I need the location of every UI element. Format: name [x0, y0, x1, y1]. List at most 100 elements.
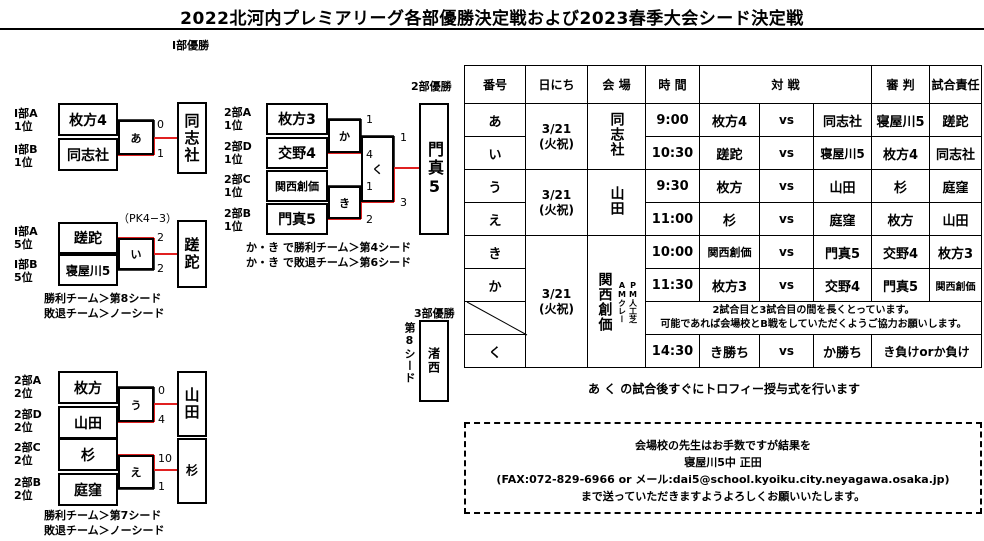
header-venue: 会 場: [587, 65, 646, 104]
table-row: う 3/21 (火祝) 山田 9:30 枚方 vs 山田 杉 庭窪: [464, 169, 982, 236]
div3-seed: 第8シード: [403, 322, 416, 384]
header-ref: 審 判: [871, 65, 930, 104]
div1-5th-score1: 2: [157, 231, 164, 244]
div2-2nd-match-e: え: [118, 455, 154, 489]
row-venue: 山田: [587, 169, 646, 236]
row-team1: き勝ち: [699, 334, 760, 368]
div2-2nd-seed-c: 2部C 2位: [14, 441, 41, 467]
header-date: 日にち: [525, 65, 588, 104]
row-no-empty: [464, 301, 526, 335]
trophy-notice: あ く の試合後すぐにトロフィー授与式を行います: [587, 382, 861, 396]
div1-team1: 枚方4: [58, 103, 118, 136]
row-time: 9:30: [645, 169, 700, 203]
div1-team2: 同志社: [58, 138, 118, 171]
row-resp: 関西創価: [929, 268, 982, 302]
div1-5th-team2: 寝屋川5: [58, 254, 118, 286]
div2-score-c: 1: [366, 180, 373, 193]
div2-seed-b: 2部B 1位: [224, 207, 252, 233]
div2-2nd-team3: 杉: [58, 438, 118, 471]
row-no: か: [464, 268, 526, 302]
row-date: 3/21 (火祝): [525, 235, 588, 368]
div2-winner: 門真5: [419, 103, 449, 235]
row-ref: 交野4: [871, 235, 930, 269]
div1-5th-score2: 2: [157, 262, 164, 275]
row-resp: 同志社: [929, 136, 982, 170]
div2-2nd-team4: 庭窪: [58, 473, 118, 506]
div2-header: 2部優勝: [411, 80, 452, 93]
div2-2nd-score-u2: 4: [158, 413, 165, 426]
row-team1: 蹉跎: [699, 136, 760, 170]
row-date: 3/21 (火祝): [525, 103, 588, 170]
div2-match-ki: き: [328, 186, 361, 219]
row-time: 14:30: [645, 334, 700, 368]
div2-2nd-score-e1: 10: [158, 452, 172, 465]
title-underline: [0, 28, 984, 30]
row-resp: 蹉跎: [929, 103, 982, 137]
notice-row: 2試合目と3試合目の間を長くとっています。 可能であれば会場校とB戦をしていただ…: [464, 301, 982, 335]
row-ref: き負けorか負け: [871, 334, 982, 368]
div2-team3: 関西創価: [266, 170, 328, 202]
contact-line1: 会場校の先生はお手数ですが結果を: [635, 439, 811, 452]
row-team1: 関西創価: [699, 235, 760, 269]
div2-team1: 枚方3: [266, 103, 328, 135]
div1-seed-a: Ⅰ部A 1位: [14, 107, 38, 133]
div2-seed-a: 2部A 1位: [224, 106, 252, 132]
row-no: う: [464, 169, 526, 203]
div1-score1: 0: [157, 118, 164, 131]
row-ref: 杉: [871, 169, 930, 203]
row-time: 10:00: [645, 235, 700, 269]
row-venue: 同志社: [587, 103, 646, 170]
row-venue: 関西創価 PM人工芝 AMクレー: [587, 235, 646, 368]
row-resp: 庭窪: [929, 169, 982, 203]
div2-note: か・き で勝利チーム＞第4シード か・き で敗退チーム＞第6シード: [246, 241, 412, 269]
div2-team2: 交野4: [266, 137, 328, 169]
contact-text: 会場校の先生はお手数ですが結果を 寝屋川5中 正田 (FAX:072-829-6…: [464, 437, 982, 505]
header-no: 番号: [464, 65, 526, 104]
table-row: き 3/21 (火祝) 関西創価 PM人工芝 AMクレー 10:00 関西創価 …: [464, 235, 982, 368]
row-vs: vs: [759, 136, 814, 170]
row-team1: 枚方3: [699, 268, 760, 302]
div2-team4: 門真5: [266, 203, 328, 235]
div1-5th-team1: 蹉跎: [58, 222, 118, 254]
div2-score-d: 2: [366, 213, 373, 226]
row-team1: 枚方4: [699, 103, 760, 137]
header-resp: 試合責任: [929, 65, 982, 104]
div3-header: 3部優勝: [414, 307, 455, 320]
row-time: 9:00: [645, 103, 700, 137]
venue-label: 山田: [608, 185, 625, 216]
div1-5th-note: 勝利チーム＞第8シード 敗退チーム＞ノーシード: [44, 292, 165, 320]
row-time: 11:00: [645, 202, 700, 236]
header-time: 時 間: [645, 65, 700, 104]
row-team2: 庭窪: [813, 202, 872, 236]
div2-2nd-match-u: う: [118, 387, 154, 422]
div1-5th-seed-b: Ⅰ部B 5位: [14, 258, 38, 284]
schedule-header-row: 番号 日にち 会 場 時 間 対 戦 審 判 試合責任: [464, 65, 982, 104]
div2-2nd-seed-d: 2部D 2位: [14, 408, 42, 434]
div1-winner: 同志社: [177, 102, 207, 174]
div2-score-a: 1: [366, 113, 373, 126]
div2-2nd-winner-e: 杉: [177, 438, 207, 504]
div2-match-ka: か: [328, 119, 361, 153]
row-no: え: [464, 202, 526, 236]
row-no: き: [464, 235, 526, 269]
div2-2nd-team1: 枚方: [58, 371, 118, 404]
row-vs: vs: [759, 235, 814, 269]
div1-score2: 1: [157, 147, 164, 160]
row-date: 3/21 (火祝): [525, 169, 588, 236]
div1-header: Ⅰ部優勝: [172, 39, 210, 52]
venue-note: PM人工芝 AMクレー: [617, 280, 638, 323]
div1-5th-pk: （PK4−3）: [118, 212, 178, 225]
row-team2: 交野4: [813, 268, 872, 302]
row-ref: 門真5: [871, 268, 930, 302]
row-vs: vs: [759, 268, 814, 302]
row-time: 11:30: [645, 268, 700, 302]
contact-line4: まで送っていただきますようよろしくお願いいたします。: [580, 490, 866, 503]
row-team1: 枚方: [699, 169, 760, 203]
row-team2: 寝屋川5: [813, 136, 872, 170]
schedule-notice: 2試合目と3試合目の間を長くとっています。 可能であれば会場校とB戦をしていただ…: [645, 301, 982, 335]
div2-2nd-score-u1: 0: [158, 384, 165, 397]
div2-2nd-team2: 山田: [58, 406, 118, 439]
row-team1: 杉: [699, 202, 760, 236]
table-row: あ 3/21 (火祝) 同志社 9:00 枚方4 vs 同志社 寝屋川5 蹉跎: [464, 103, 982, 170]
row-resp: 山田: [929, 202, 982, 236]
